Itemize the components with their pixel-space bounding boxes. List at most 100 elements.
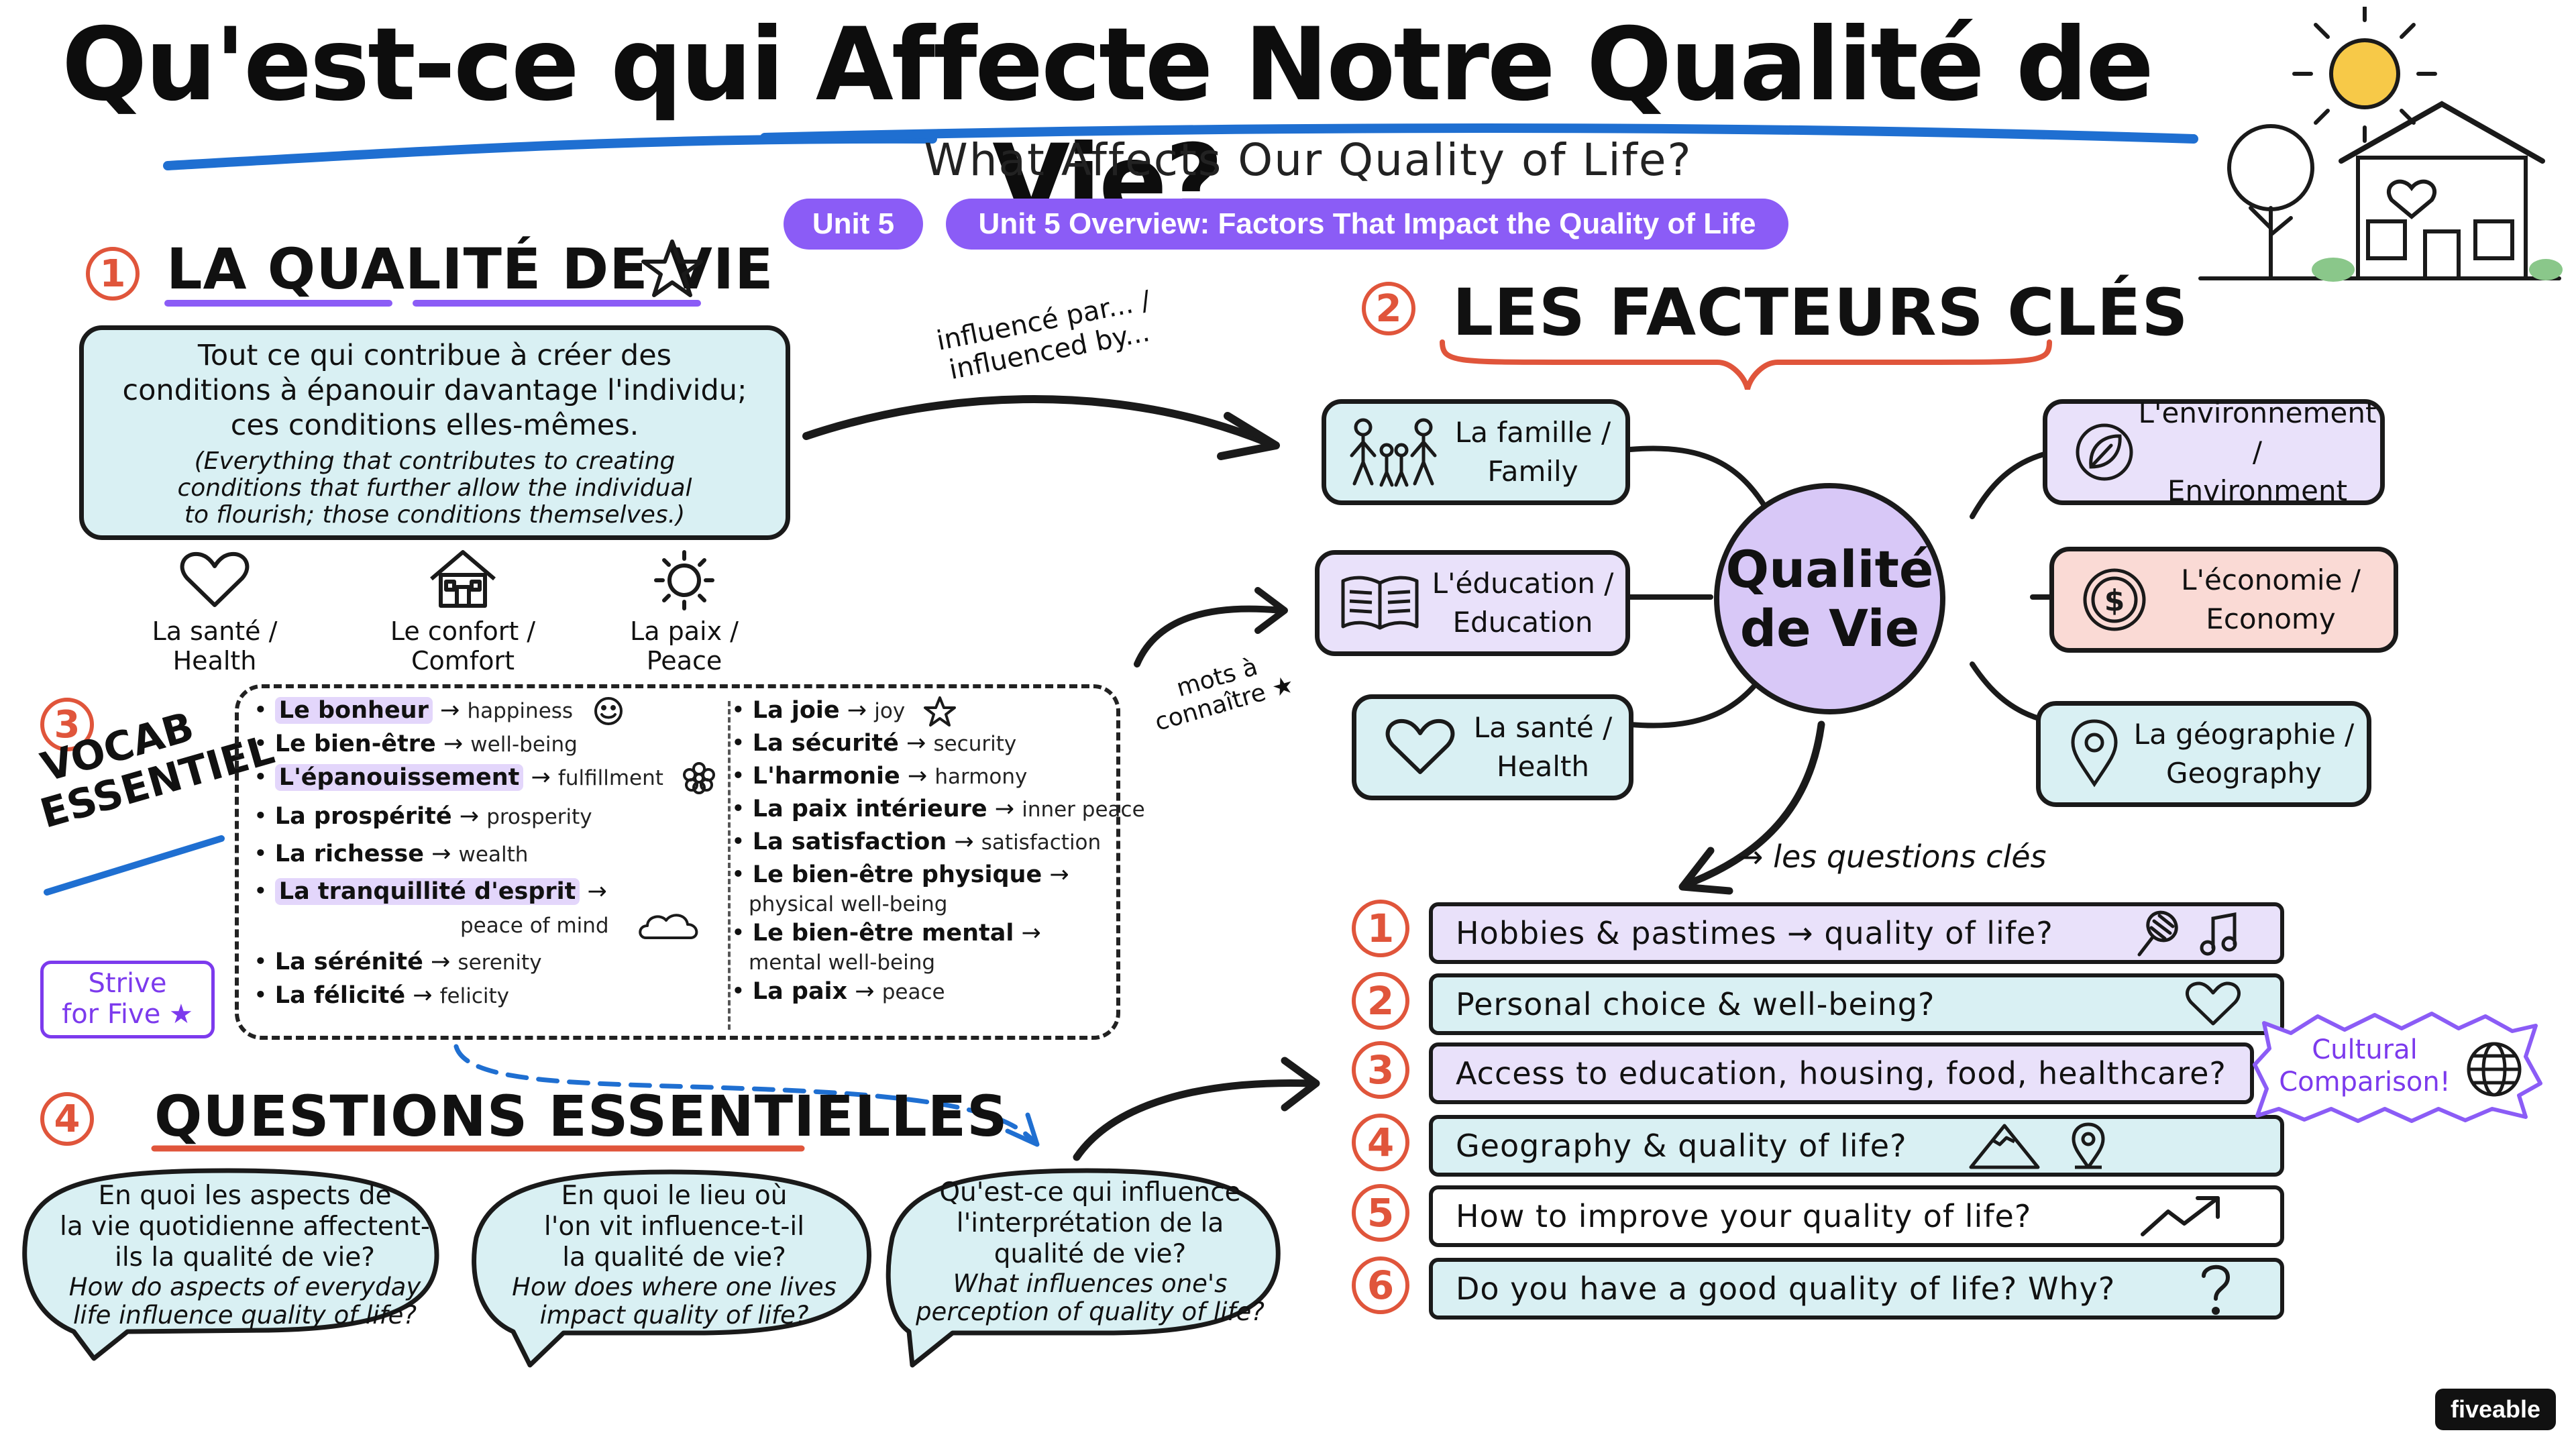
star-icon	[924, 696, 957, 727]
vocab-item: • La sécurité → security	[731, 730, 1017, 757]
question-text: Access to education, housing, food, heal…	[1456, 1055, 2226, 1091]
section-1-underline	[164, 300, 701, 307]
icon-item-health: La santé / Health	[127, 550, 302, 676]
factor-label-fr: La géographie /	[2133, 718, 2355, 751]
unit-overview-badge[interactable]: Unit 5 Overview: Factors That Impact the…	[946, 199, 1788, 250]
vocab-fr: La joie	[752, 697, 840, 724]
question-row-4[interactable]: Geography & quality of life?	[1429, 1115, 2284, 1177]
question-text: How to improve your quality of life?	[1456, 1198, 2032, 1234]
vocab-item: • L'harmonie → harmony	[731, 763, 1028, 790]
vocab-arrow	[1134, 587, 1288, 667]
factor-label-fr: L'environnement /	[2138, 396, 2377, 468]
bubble-fr-line: En quoi le lieu où	[561, 1181, 788, 1211]
question-row-6[interactable]: Do you have a good quality of life? Why?	[1429, 1258, 2284, 1320]
definition-en: (Everything that contributes to creating…	[84, 448, 786, 529]
cultural-comparison-text: Cultural Comparison!	[2277, 1034, 2452, 1098]
questions-label: → les questions clés	[1737, 839, 2047, 875]
vocab-fr: La félicité	[274, 982, 406, 1009]
heart-icon	[1385, 718, 1455, 774]
vocab-fr: Le bien-être	[274, 731, 436, 757]
bubble-fr-line: ils la qualité de vie?	[114, 1242, 375, 1273]
vocab-en: joy	[874, 699, 906, 723]
vocab-en: well-being	[470, 733, 578, 757]
strive-line: for Five ★	[62, 999, 193, 1030]
vocab-fr: La sécurité	[752, 730, 899, 757]
factor-family[interactable]: La famille /Family	[1322, 399, 1630, 505]
racket-music-icon	[2137, 910, 2237, 957]
question-mark-icon	[2202, 1265, 2231, 1315]
bubble-en-line: How do aspects of everyday	[68, 1273, 421, 1301]
strive-for-five-badge: Strive for Five ★	[40, 961, 215, 1038]
family-icon	[1350, 418, 1437, 487]
vocab-item: • La tranquillité d'esprit →	[254, 878, 607, 905]
factor-economy[interactable]: $ L'économie / Economy	[2049, 547, 2398, 653]
essential-question-3: Qu'est-ce qui influence l'interprétation…	[896, 1177, 1285, 1326]
vocab-item: • La sérénité → serenity	[254, 949, 542, 975]
vocab-en: inner peace	[1022, 798, 1145, 822]
vocab-item: • Le bien-être mental →	[731, 920, 1041, 947]
bubble-en-line: impact quality of life?	[539, 1301, 809, 1330]
mountain-pin-icon	[1969, 1122, 2104, 1169]
definition-fr-line: conditions à épanouir davantage l'indivi…	[122, 374, 747, 407]
factor-label-fr: L'économie /	[2181, 564, 2361, 596]
vocab-divider	[728, 701, 731, 1030]
vocab-item: • La prospérité → prosperity	[254, 803, 592, 830]
bubble-en-line: life influence quality of life?	[72, 1301, 417, 1330]
question-row-2[interactable]: Personal choice & well-being?	[1429, 973, 2284, 1035]
sun-icon	[654, 550, 714, 610]
brand-logo[interactable]: fiveable	[2435, 1389, 2556, 1430]
section-1-number: 1	[86, 247, 140, 301]
essential-question-2: En quoi le lieu où l'on vit influence-t-…	[486, 1181, 862, 1330]
bubble-fr-line: l'on vit influence-t-il	[543, 1212, 805, 1242]
leaf-icon	[2076, 423, 2133, 481]
influenced-arrow	[802, 395, 1280, 460]
vocab-item: • La joie → joy	[731, 694, 1107, 727]
trending-up-icon	[2141, 1196, 2220, 1236]
smiley-icon	[594, 697, 623, 725]
vocab-box	[235, 684, 1120, 1040]
cloud-icon	[639, 914, 698, 939]
bubble-fr-line: l'interprétation de la	[956, 1208, 1224, 1238]
vocab-item: • L'épanouissement → fulfillment	[254, 761, 723, 795]
section-2-title: LES FACTEURS CLÉS	[1452, 275, 2189, 350]
vocab-item-continued: physical well-being	[731, 891, 1107, 917]
icon-item-comfort: Le confort / Comfort	[376, 547, 550, 676]
center-node: Qualité de Vie	[1714, 483, 1945, 714]
question-row-3[interactable]: Access to education, housing, food, heal…	[1429, 1042, 2254, 1104]
factor-education[interactable]: L'éducation /Education	[1315, 550, 1630, 656]
factor-label-en: Economy	[2206, 602, 2336, 635]
vocab-list-left: • Le bonheur → happiness • Le bien-être …	[254, 694, 723, 1013]
vocab-item-continued: peace of mind	[254, 908, 723, 943]
star-icon	[641, 239, 703, 297]
vocab-fr: La paix intérieure	[752, 796, 987, 822]
factor-label-en: Education	[1452, 606, 1593, 639]
vocab-fr: La satisfaction	[752, 828, 947, 855]
icon-label-fr: La santé /	[152, 616, 278, 646]
house-icon	[430, 550, 496, 608]
factor-geography[interactable]: La géographie /Geography	[2036, 701, 2371, 807]
vocab-item: • La paix intérieure → inner peace	[731, 796, 1145, 822]
unit-badge[interactable]: Unit 5	[784, 199, 923, 250]
vocab-en: wealth	[458, 843, 529, 867]
factor-environment[interactable]: L'environnement /Environment	[2043, 396, 2385, 507]
question-text: Do you have a good quality of life? Why?	[1456, 1271, 2116, 1307]
factor-label-en: Health	[1497, 750, 1589, 783]
vocab-fr: L'harmonie	[752, 763, 900, 790]
vocab-en: peace	[881, 980, 945, 1004]
coin-icon: $	[2083, 568, 2146, 631]
bubble-en-line: perception of quality of life?	[916, 1297, 1265, 1326]
question-bubbles-outline	[22, 1168, 1281, 1368]
factor-label-fr: La famille /	[1454, 416, 1611, 449]
vocab-item: • La félicité → felicity	[254, 982, 510, 1009]
svg-text:$: $	[2104, 584, 2125, 618]
vocab-item-continued: mental well-being	[731, 949, 1107, 975]
factor-label-fr: La santé /	[1473, 711, 1613, 744]
question-row-5[interactable]: How to improve your quality of life?	[1429, 1185, 2284, 1247]
vocab-item: • La paix → peace	[731, 978, 945, 1005]
cultural-comparison-badge[interactable]: Cultural Comparison!	[2251, 1010, 2546, 1124]
page-subtitle: What Affects Our Quality of Life?	[924, 134, 1693, 186]
bubble-fr-line: Qu'est-ce qui influence	[939, 1177, 1241, 1208]
vocab-en: serenity	[458, 951, 542, 975]
question-row-1[interactable]: Hobbies & pastimes → quality of life?	[1429, 902, 2284, 964]
factor-health[interactable]: La santé / Health	[1352, 694, 1633, 800]
